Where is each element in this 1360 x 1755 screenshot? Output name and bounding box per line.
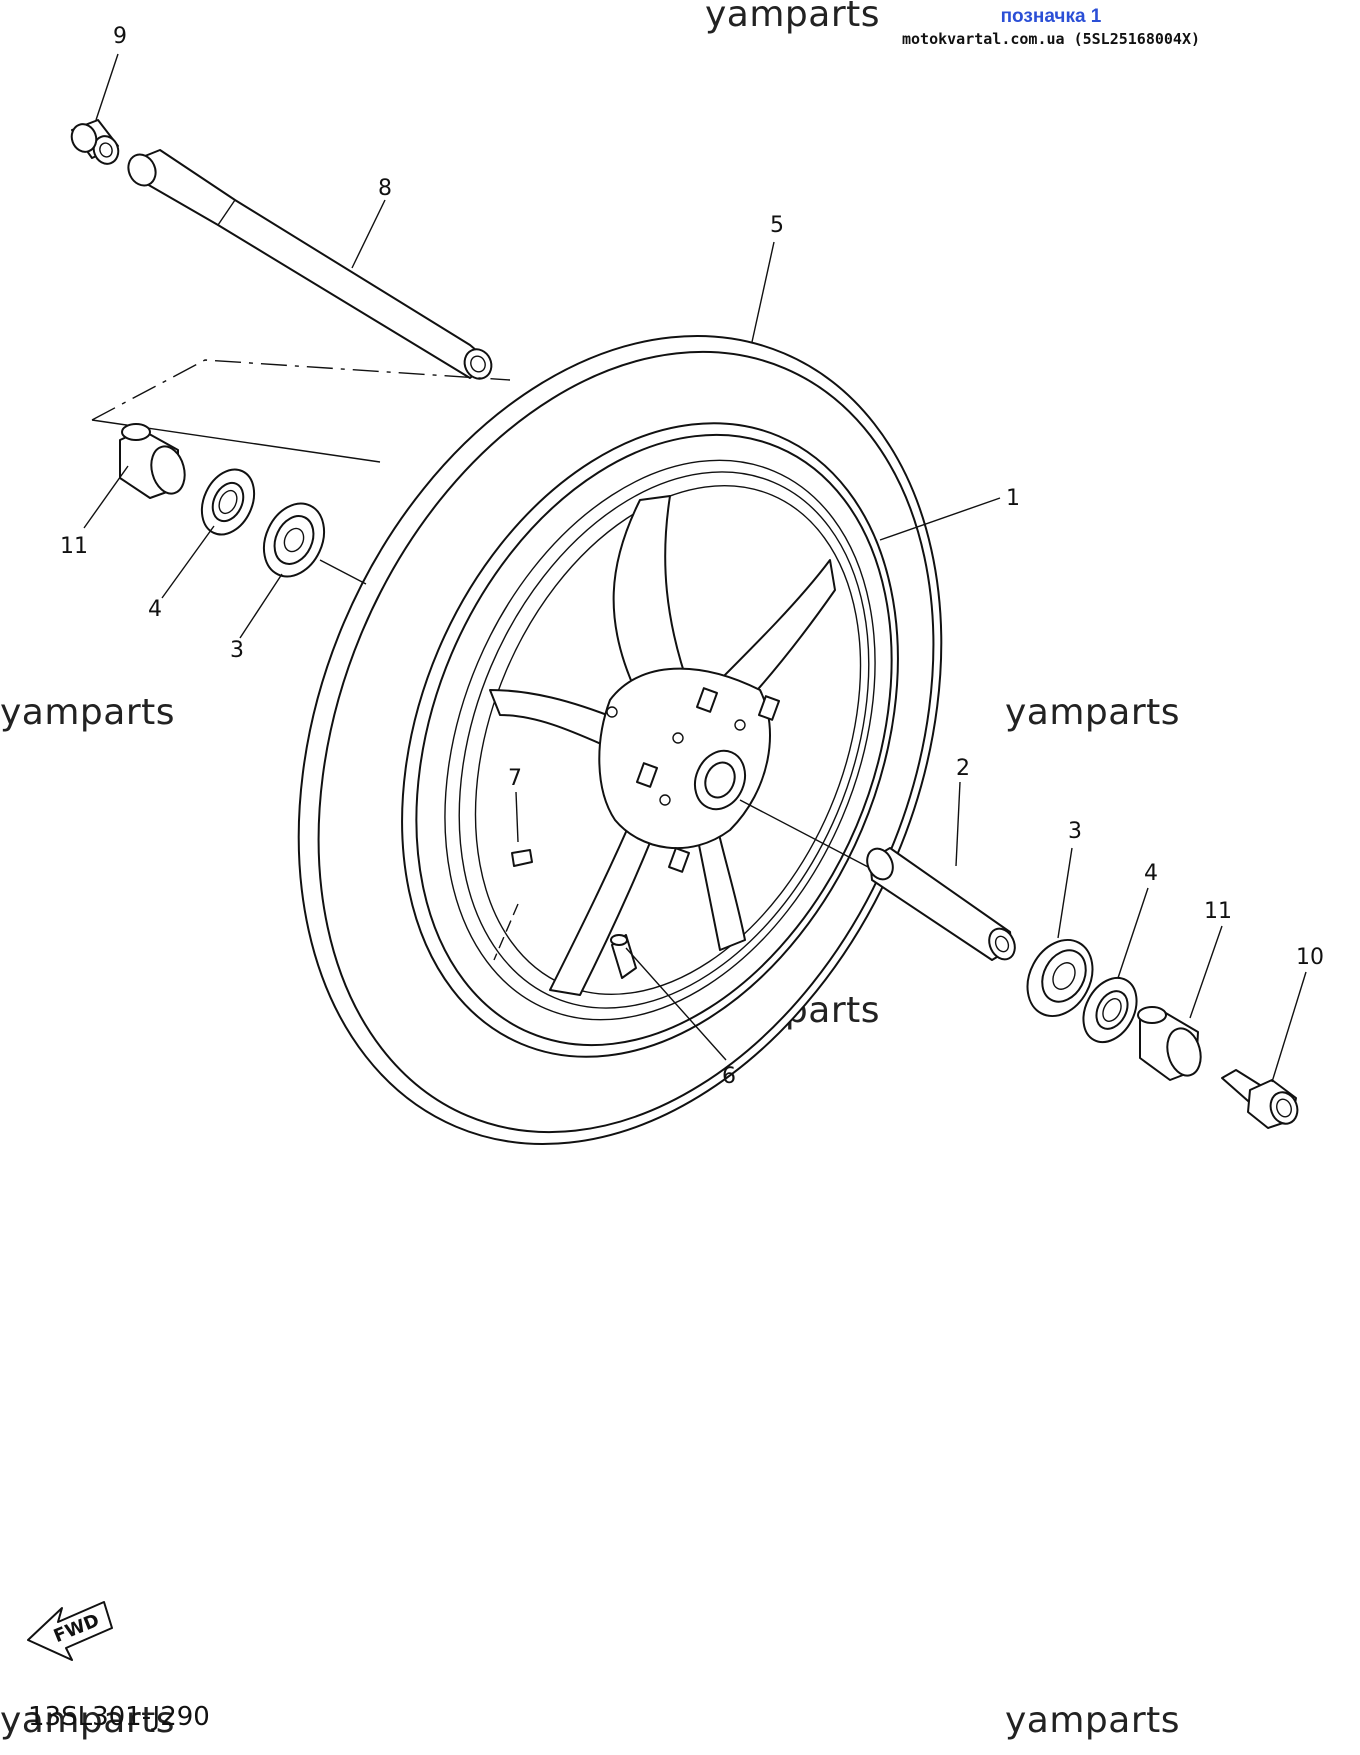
shop-tag-title: позначка 1: [1000, 6, 1102, 27]
callout-4-right: 4: [1144, 861, 1158, 886]
callout-4-left: 4: [148, 597, 162, 622]
fwd-arrow-icon: FWD: [27, 1601, 113, 1661]
callout-9: 9: [113, 24, 127, 49]
tire-valve[interactable]: [610, 934, 637, 979]
bearing-3-left[interactable]: [253, 494, 336, 587]
diagram-code: 13SL301-J290: [28, 1702, 210, 1732]
watermark-right: yamparts: [1005, 692, 1181, 733]
collar-11-right[interactable]: [1137, 1006, 1206, 1081]
watermark-left: yamparts: [0, 692, 176, 733]
watermark-bottom-left: yamparts: [0, 1700, 176, 1741]
leader-lines: [83, 53, 1307, 1083]
watermark-top: yamparts: [705, 0, 881, 35]
shop-tag-site: motokvartal.com.ua (5SL25168004X): [901, 30, 1200, 48]
collar-11-left[interactable]: [119, 423, 190, 499]
callout-6: 6: [722, 1064, 736, 1089]
callout-10: 10: [1296, 945, 1324, 970]
front-wheel-rim[interactable]: [309, 346, 990, 1133]
callout-5: 5: [770, 213, 784, 238]
callout-11-left: 11: [60, 534, 88, 559]
callout-7: 7: [508, 766, 522, 791]
bearing-3-right[interactable]: [1015, 929, 1106, 1028]
callout-1: 1: [1006, 486, 1020, 511]
balance-weight[interactable]: [511, 849, 533, 867]
callout-3-right: 3: [1068, 819, 1082, 844]
callout-11-right: 11: [1204, 899, 1232, 924]
callout-3-left: 3: [230, 638, 244, 663]
spacer-2[interactable]: [862, 844, 1019, 963]
oil-seal-4-left[interactable]: [192, 461, 264, 543]
collar-9[interactable]: [68, 119, 122, 167]
callout-2: 2: [956, 756, 970, 781]
oil-seal-4-right[interactable]: [1073, 969, 1147, 1052]
wheel-axle[interactable]: [123, 149, 496, 383]
callout-8: 8: [378, 176, 392, 201]
axle-bolt-10[interactable]: [1221, 1069, 1302, 1129]
watermark-bottom-right: yamparts: [1005, 1700, 1181, 1741]
shop-tag: позначка 1 motokvartal.com.ua (5SL251680…: [902, 6, 1200, 48]
